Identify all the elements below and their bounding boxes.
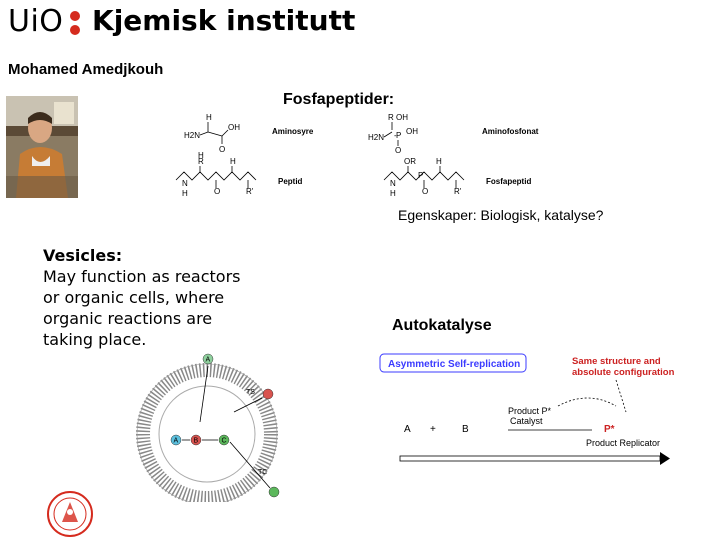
svg-text:H: H — [436, 157, 442, 166]
svg-text:Product Replicator: Product Replicator — [586, 438, 660, 448]
svg-text:P*: P* — [604, 424, 615, 435]
svg-text:R: R — [198, 157, 204, 166]
vesicles-line: organic reactions are — [43, 309, 213, 328]
self-replication-scheme: Asymmetric Self-replication Same structu… — [379, 353, 675, 465]
author-name: Mohamed Amedjkouh — [8, 61, 164, 78]
vesicles-heading: Vesicles: — [43, 246, 123, 265]
autokatalyse-title: Autokatalyse — [392, 317, 492, 334]
svg-text:H: H — [390, 189, 396, 198]
svg-text:TS: TS — [246, 389, 255, 396]
svg-text:H: H — [206, 113, 212, 122]
svg-text:O: O — [422, 187, 428, 196]
svg-text:OR: OR — [404, 157, 416, 166]
svg-text:N: N — [390, 179, 396, 188]
svg-text:P: P — [396, 131, 401, 140]
peptid-structure — [175, 166, 257, 188]
fosfapeptider-title: Fosfapeptider: — [283, 91, 395, 108]
vesicles-description: Vesicles: May function as reactors or or… — [43, 245, 240, 350]
aminosyre-structure: H H2N OH O — [184, 113, 240, 154]
fosfapeptide-structures-diagram: H H2N OH O Aminosyre R OH P - H2N OH O A… — [175, 113, 539, 198]
author-photo — [6, 96, 78, 198]
svg-text:H2N: H2N — [368, 133, 384, 142]
svg-text:A: A — [206, 357, 211, 364]
aminosyre-label: Aminosyre — [272, 127, 314, 136]
vesicles-line: May function as reactors — [43, 267, 241, 286]
svg-text:H: H — [198, 151, 204, 160]
egenskaper-text: Egenskaper: Biologisk, katalyse? — [398, 207, 604, 223]
svg-text:H: H — [230, 157, 236, 166]
vesicles-line: or organic cells, where — [43, 288, 225, 307]
svg-text:Product P*: Product P* — [508, 406, 552, 416]
svg-text:B: B — [462, 424, 469, 435]
svg-text:A: A — [174, 438, 179, 445]
uio-logo-text: UiO — [8, 4, 64, 39]
svg-text:O: O — [214, 187, 220, 196]
svg-text:Asymmetric Self-replication: Asymmetric Self-replication — [388, 359, 520, 370]
peptid-label: Peptid — [278, 177, 303, 186]
svg-text:R': R' — [454, 187, 462, 196]
university-seal-icon — [47, 491, 93, 537]
svg-text:Catalyst: Catalyst — [510, 416, 543, 426]
svg-text:R': R' — [246, 187, 254, 196]
svg-text:OH: OH — [228, 123, 240, 132]
vesicles-line: taking place. — [43, 330, 147, 349]
fosfapeptid-structure — [383, 166, 465, 188]
svg-text:C: C — [222, 438, 227, 445]
svg-text:-: - — [394, 131, 397, 140]
svg-text:O: O — [219, 145, 225, 154]
fosfapeptid-label: Fosfapeptid — [486, 177, 531, 186]
svg-text:P: P — [418, 171, 423, 180]
svg-text:absolute configuration: absolute configuration — [572, 367, 675, 378]
svg-text:Same structure and: Same structure and — [572, 356, 661, 367]
department-title: Kjemisk institutt — [92, 4, 356, 37]
aminofosfonat-label: Aminofosfonat — [482, 127, 539, 136]
svg-text:O: O — [395, 146, 401, 155]
svg-text:B: B — [194, 438, 199, 445]
uio-logo-dots-icon — [70, 11, 80, 35]
svg-text:OH: OH — [406, 127, 418, 136]
svg-text:H2N: H2N — [184, 131, 200, 140]
svg-text:N: N — [182, 179, 188, 188]
aminofosfonat-structure: R OH P - H2N OH O — [368, 113, 418, 155]
svg-text:R OH: R OH — [388, 113, 408, 122]
vesicle-diagram: A TS A B C TC — [136, 353, 280, 502]
svg-text:TC: TC — [258, 469, 267, 476]
svg-text:H: H — [182, 189, 188, 198]
svg-text:A: A — [404, 424, 411, 435]
svg-text:+: + — [430, 424, 436, 435]
